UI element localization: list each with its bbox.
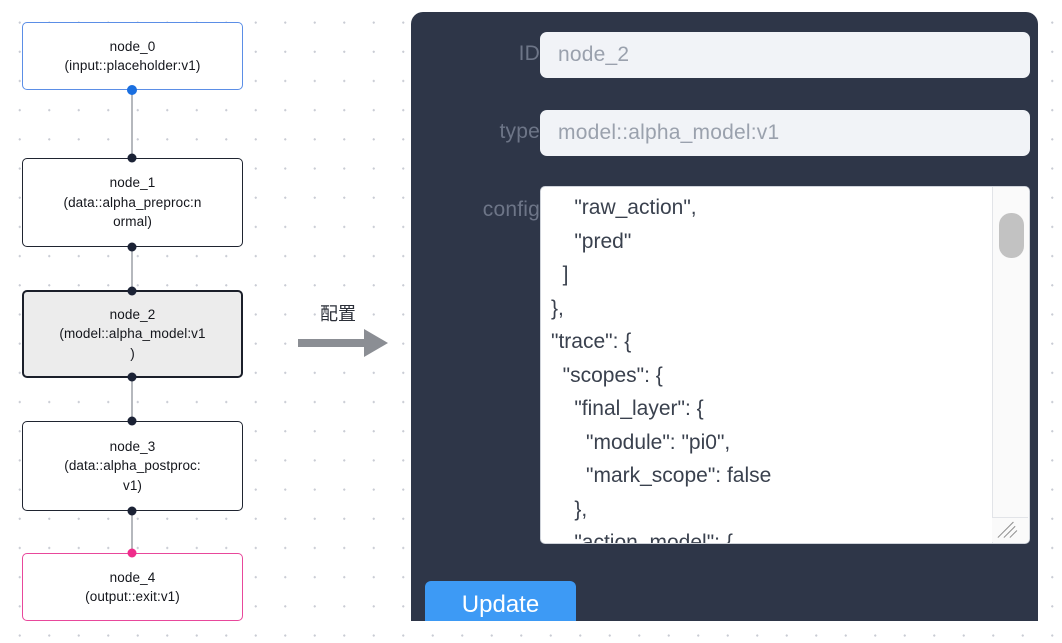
graph-node-label: node_2 (model::alpha_model:v1 ) — [59, 306, 206, 361]
field-label-type: type — [499, 120, 540, 143]
config-scrollbar-thumb[interactable] — [999, 213, 1024, 258]
resize-grip-icon[interactable] — [992, 517, 1028, 542]
annotation-caption: 配置 — [320, 304, 356, 325]
node_2-source-handle[interactable] — [127, 372, 137, 382]
graph-node-node_3[interactable]: node_3 (data::alpha_postproc: v1) — [22, 421, 243, 511]
node_1-target-handle[interactable] — [127, 153, 137, 163]
graph-node-label: node_4 (output::exit:v1) — [85, 569, 180, 605]
type-input[interactable]: model::alpha_model:v1 — [540, 110, 1030, 156]
edge-node3-node4 — [131, 511, 133, 553]
config-textarea[interactable]: "raw_action", "pred" ] }, "trace": { "sc… — [540, 186, 1030, 544]
node_3-source-handle[interactable] — [127, 506, 137, 516]
edge-node0-node1 — [131, 89, 133, 159]
config-textarea-content[interactable]: "raw_action", "pred" ] }, "trace": { "sc… — [551, 196, 772, 543]
graph-node-node_0[interactable]: node_0 (input::placeholder:v1) — [22, 22, 243, 90]
graph-node-node_4[interactable]: node_4 (output::exit:v1) — [22, 553, 243, 621]
node_1-source-handle[interactable] — [127, 242, 137, 252]
edge-node2-node3 — [131, 377, 133, 421]
update-button[interactable]: Update — [425, 581, 576, 621]
graph-node-label: node_0 (input::placeholder:v1) — [64, 38, 201, 74]
field-label-id: ID — [518, 42, 540, 65]
edge-node1-node2 — [131, 247, 133, 291]
id-input[interactable]: node_2 — [540, 32, 1030, 78]
field-label-config: config — [482, 198, 540, 221]
graph-node-node_1[interactable]: node_1 (data::alpha_preproc:n ormal) — [22, 158, 243, 247]
config-scrollbar[interactable] — [992, 187, 1029, 543]
annotation-arrow-group: 配置 — [298, 300, 390, 360]
graph-node-label: node_1 (data::alpha_preproc:n ormal) — [63, 175, 202, 230]
right-arrow-icon — [298, 329, 388, 357]
graph-node-label: node_3 (data::alpha_postproc: v1) — [64, 438, 201, 493]
node_4-target-handle[interactable] — [127, 548, 137, 558]
node_3-target-handle[interactable] — [127, 416, 137, 426]
node_0-source-handle[interactable] — [127, 85, 137, 95]
graph-node-node_2[interactable]: node_2 (model::alpha_model:v1 ) — [22, 290, 243, 378]
node_2-target-handle[interactable] — [127, 286, 137, 296]
